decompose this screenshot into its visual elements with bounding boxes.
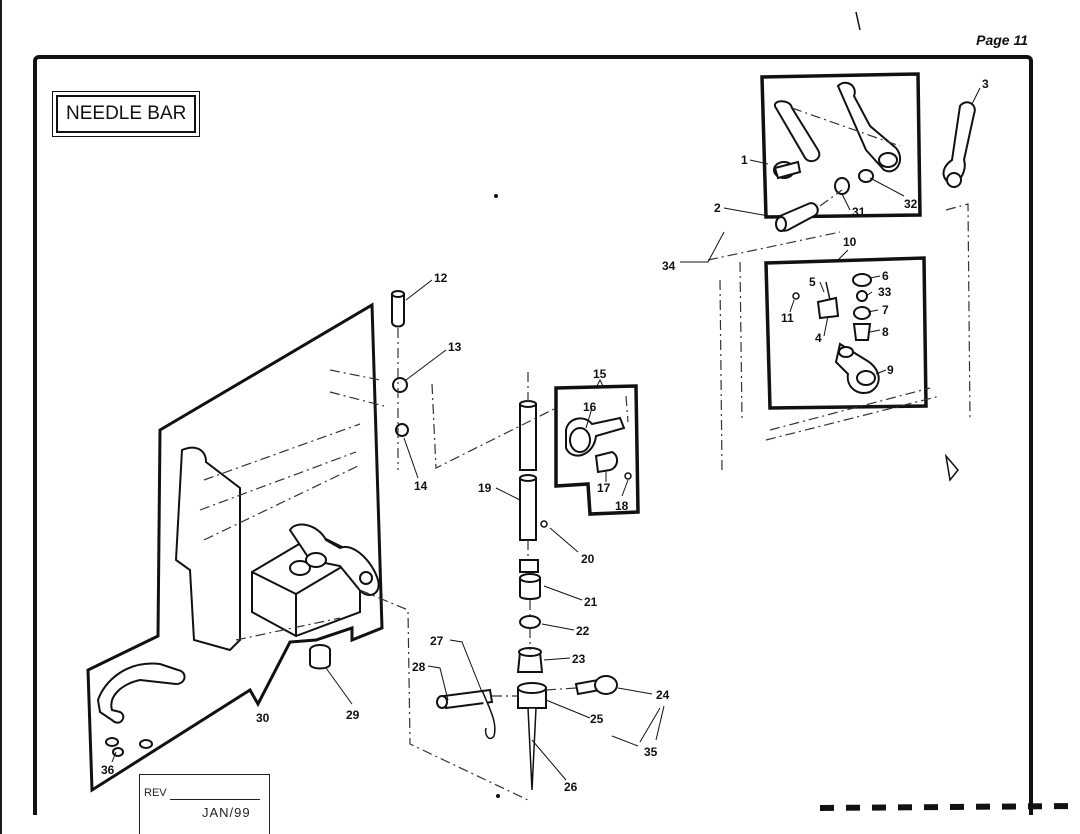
callout-23: 23 xyxy=(572,652,586,666)
callout-22: 22 xyxy=(576,624,590,638)
callout-8: 8 xyxy=(882,325,889,339)
diagram-frame xyxy=(33,55,1033,815)
revision-block: REV JAN/99 xyxy=(139,774,270,834)
diagram-title: NEEDLE BAR xyxy=(56,95,197,133)
callout-labels: 1 2 3 4 5 6 7 8 9 10 11 12 13 14 15 16 1… xyxy=(101,77,989,794)
callout-25: 25 xyxy=(590,712,604,726)
callout-10: 10 xyxy=(843,235,857,249)
callout-29: 29 xyxy=(346,708,360,722)
callout-24: 24 xyxy=(656,688,670,702)
needle-bar-frame-assembly xyxy=(86,302,557,801)
rev-rule xyxy=(170,799,260,800)
callout-leaders xyxy=(111,87,981,781)
rev-label: REV xyxy=(144,787,167,799)
callout-13: 13 xyxy=(448,340,462,354)
callout-18: 18 xyxy=(615,499,629,513)
callout-21: 21 xyxy=(584,595,598,609)
callout-17: 17 xyxy=(597,481,611,495)
callout-15: 15 xyxy=(593,367,607,381)
callout-19: 19 xyxy=(478,481,492,495)
callout-27: 27 xyxy=(430,634,444,648)
callout-26: 26 xyxy=(564,780,578,794)
callout-30: 30 xyxy=(256,711,270,725)
scan-edge xyxy=(0,0,2,834)
inset-box-4-11 xyxy=(764,249,928,410)
inset-box-15 xyxy=(554,378,640,516)
callout-35: 35 xyxy=(644,745,658,759)
callout-4: 4 xyxy=(815,331,822,345)
callout-2: 2 xyxy=(714,201,721,215)
parts-12-13-14 xyxy=(391,290,409,470)
callout-34: 34 xyxy=(662,259,676,273)
callout-9: 9 xyxy=(887,363,894,377)
callout-12: 12 xyxy=(434,271,448,285)
callout-33: 33 xyxy=(878,285,892,299)
callout-1: 1 xyxy=(741,153,748,167)
revision-date: JAN/99 xyxy=(202,805,251,820)
callout-11: 11 xyxy=(781,311,794,325)
callout-31: 31 xyxy=(852,205,866,219)
callout-14: 14 xyxy=(414,479,428,493)
callout-32: 32 xyxy=(904,197,918,211)
callout-5: 5 xyxy=(809,275,816,289)
needle-bar-column xyxy=(436,372,618,791)
callout-7: 7 xyxy=(882,303,889,317)
callout-36: 36 xyxy=(101,763,115,777)
callout-28: 28 xyxy=(412,660,426,674)
callout-3: 3 xyxy=(982,77,989,91)
callout-20: 20 xyxy=(581,552,595,566)
page-number: Page 11 xyxy=(976,32,1028,48)
crank-part-3 xyxy=(942,101,976,421)
callout-16: 16 xyxy=(583,400,597,414)
inset-box-1-32 xyxy=(760,72,922,219)
callout-6: 6 xyxy=(882,269,889,283)
